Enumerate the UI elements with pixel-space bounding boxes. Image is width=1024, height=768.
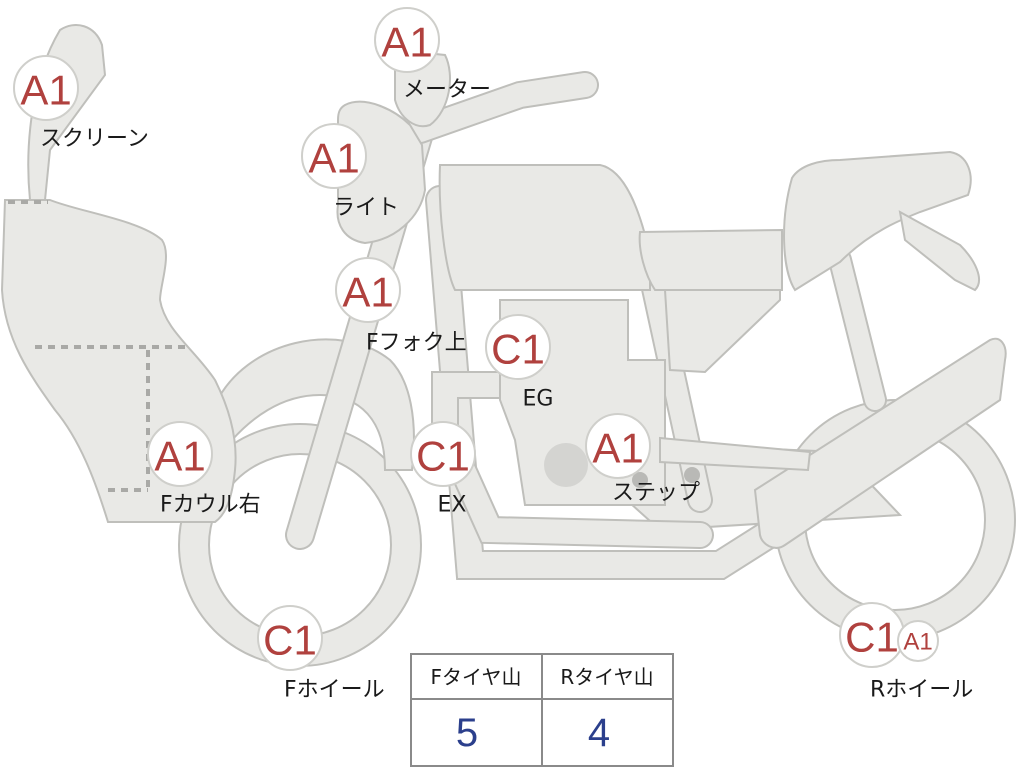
seat-strut-fill: [830, 250, 885, 410]
marker-meter[interactable]: A1 メーター: [374, 7, 491, 103]
muffler-shape: [753, 337, 1007, 549]
marker-engine[interactable]: C1 EG: [485, 314, 554, 412]
grade-badge: [374, 7, 440, 73]
grade-badge: [335, 257, 401, 323]
marker-front-wheel[interactable]: C1 Fホイール: [257, 605, 385, 703]
grade-badge: [13, 55, 79, 121]
grade-text-small: A1: [903, 629, 932, 656]
part-label: Fホイール: [284, 678, 385, 703]
rear-tire-value: 4: [588, 711, 610, 755]
tail-shape: [898, 210, 980, 292]
part-label: Fフォク上: [366, 331, 467, 356]
part-label: Fカウル右: [160, 493, 261, 518]
part-label: Rホイール: [870, 678, 973, 703]
grade-text: A1: [154, 433, 205, 480]
grade-text: A1: [592, 425, 643, 472]
marker-fork[interactable]: A1 Fフォク上: [335, 257, 467, 356]
grade-text: A1: [381, 19, 432, 66]
grade-text: C1: [845, 614, 899, 661]
marker-rear-wheel[interactable]: C1 Rホイール: [839, 602, 973, 703]
grade-badge-small: [897, 620, 939, 662]
grade-badge: [410, 421, 476, 487]
side-cover-shape: [663, 289, 781, 374]
grade-text: A1: [20, 67, 71, 114]
grade-badge: [147, 421, 213, 487]
grade-text: A1: [308, 135, 359, 182]
part-label: ステップ: [612, 481, 700, 506]
front-tire-value: 5: [456, 711, 478, 755]
grade-badge: [301, 123, 367, 189]
seat-rear-shape: [783, 150, 972, 292]
grade-text: C1: [263, 617, 317, 664]
grade-text: C1: [416, 433, 470, 480]
grade-badge: [585, 413, 651, 479]
step-peg-left: [632, 472, 648, 488]
grade-text: A1: [342, 269, 393, 316]
part-label: メーター: [403, 78, 491, 103]
seat-front-shape: [638, 228, 783, 291]
fuel-tank-shape: [438, 164, 651, 291]
marker-light[interactable]: A1 ライト: [301, 123, 399, 221]
marker-cowl[interactable]: A1 Fカウル右: [147, 421, 261, 518]
handlebar-fill: [408, 73, 597, 142]
part-label: ライト: [333, 196, 399, 221]
engine-cover-shape: [544, 443, 588, 487]
grade-text: C1: [491, 326, 545, 373]
part-label: EX: [438, 493, 467, 518]
damage-markers: A1 スクリーン A1 メーター A1 ライト A1 Fフォク上 C1 EG: [13, 7, 973, 703]
grade-badge: [257, 605, 323, 671]
marker-rear-wheel-secondary[interactable]: A1: [897, 620, 939, 662]
rear-tire-header: Rタイヤ山: [560, 665, 653, 689]
marker-exhaust[interactable]: C1 EX: [410, 421, 476, 518]
front-tire-header: Fタイヤ山: [431, 665, 522, 689]
part-label: スクリーン: [40, 127, 149, 152]
marker-screen[interactable]: A1 スクリーン: [13, 55, 149, 152]
step-peg-right: [684, 467, 700, 483]
tire-tread-table: Fタイヤ山 Rタイヤ山 5 4: [410, 653, 674, 767]
front-fender-shape: [213, 338, 415, 471]
marker-step[interactable]: A1 ステップ: [585, 413, 700, 506]
grade-badge: [485, 314, 551, 380]
step-bar-shape: [659, 436, 812, 472]
part-label: EG: [523, 387, 554, 412]
